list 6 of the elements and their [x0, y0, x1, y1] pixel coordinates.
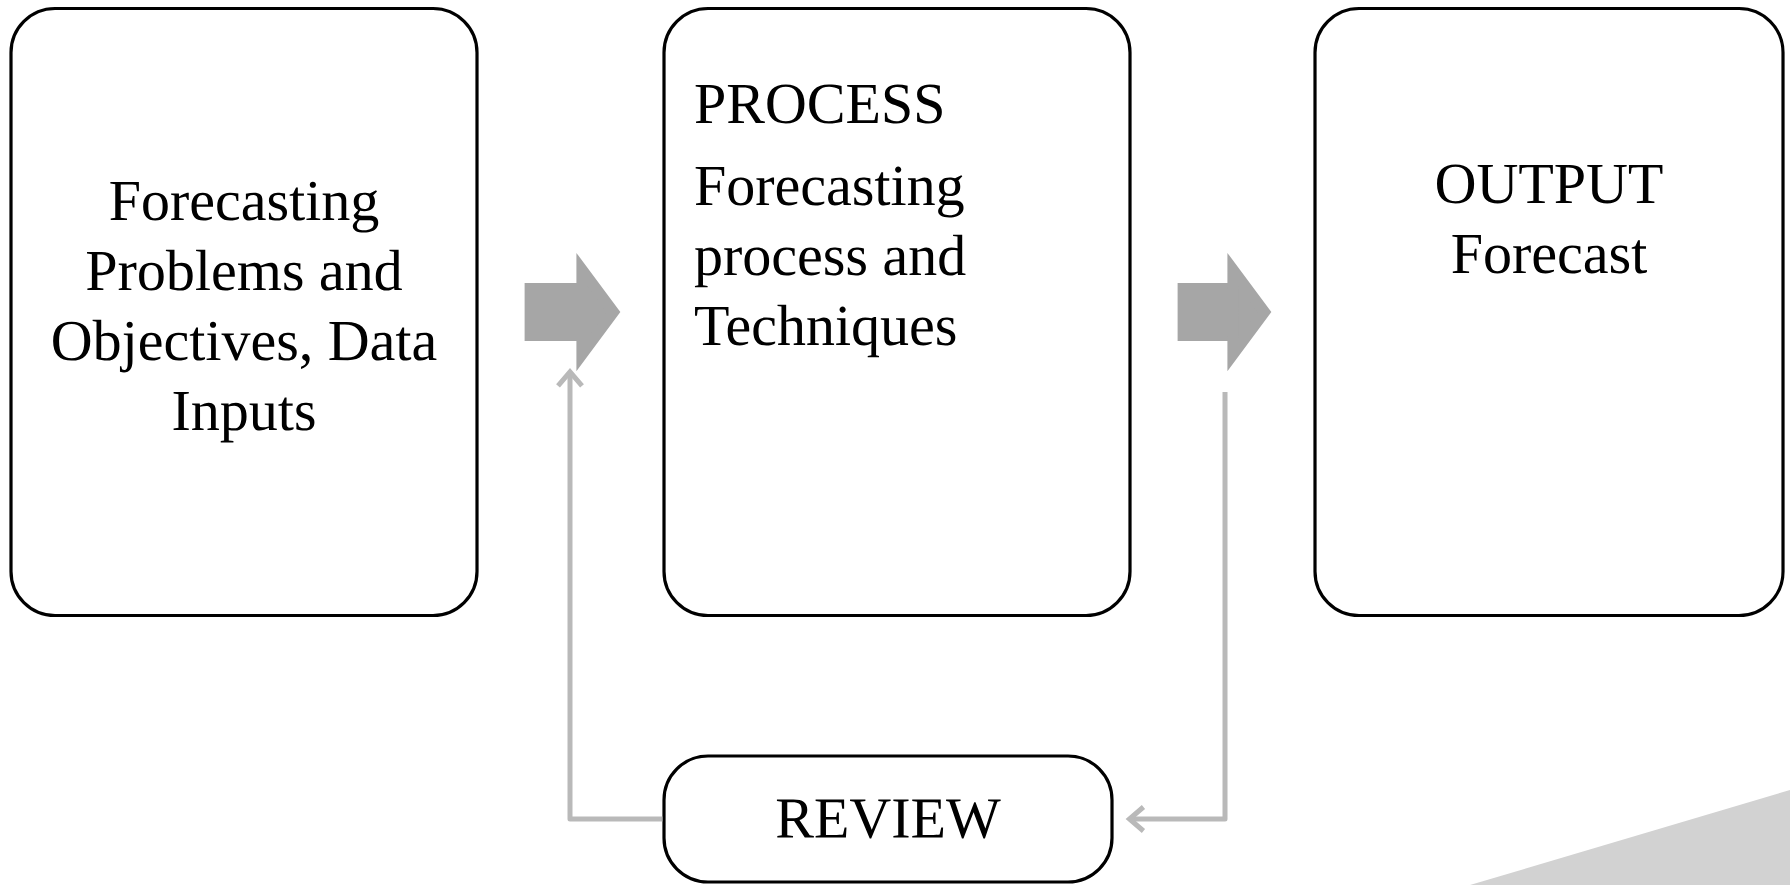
review-box: REVIEW [662, 754, 1114, 884]
process-box: PROCESS Forecasting process and Techniques [662, 6, 1132, 618]
feedback-arrow [556, 368, 663, 822]
input-box: Forecasting Problems and Objectives, Data Inputs [9, 6, 479, 618]
output-box: OUTPUT Forecast [1313, 6, 1785, 618]
feedback-arrow [1125, 392, 1228, 833]
